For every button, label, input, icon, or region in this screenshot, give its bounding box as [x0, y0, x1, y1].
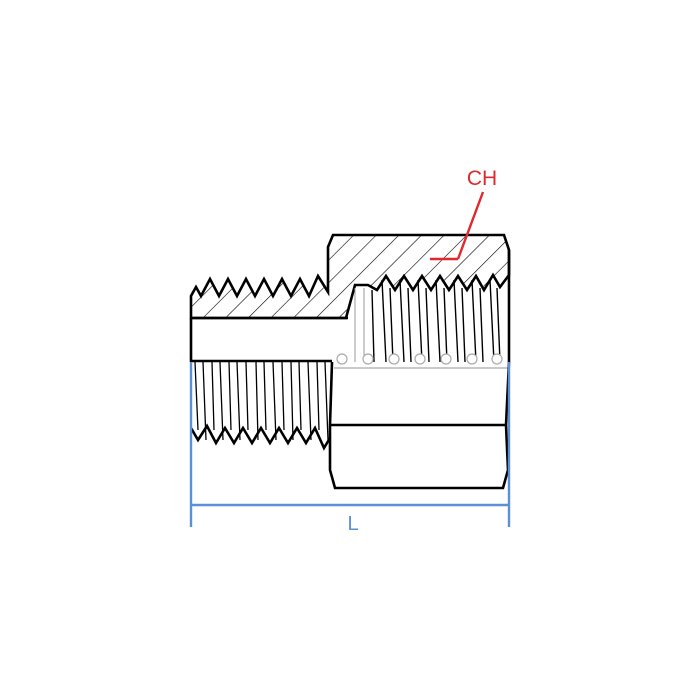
length-dimension-label: L [347, 513, 358, 535]
male-threads [189, 361, 332, 451]
hex-dimension-label: CH [467, 167, 497, 190]
hex-dimension-callout [430, 191, 485, 261]
female-threads [354, 279, 501, 363]
hex-body [328, 250, 511, 490]
male-bore [189, 316, 348, 363]
length-dimension-line [189, 362, 511, 527]
thread-loop-edge [334, 353, 508, 369]
hatched-section [189, 233, 511, 320]
